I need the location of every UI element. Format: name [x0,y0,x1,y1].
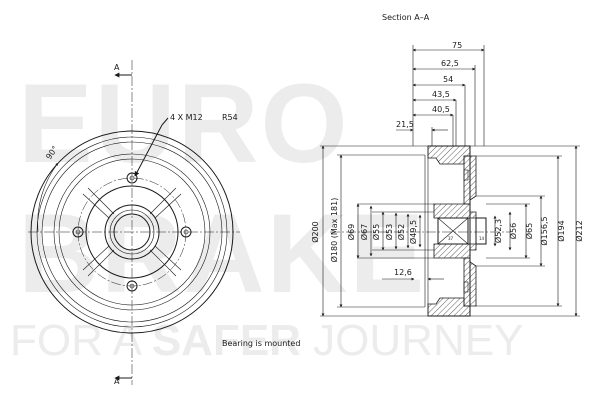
bearing-label-a: 37 [448,236,454,241]
watermark-brake: BRAKE [18,191,426,316]
bore-circle [113,213,151,251]
hub-ribs [82,187,182,277]
left-dimensions: Ø200 Ø180 (Max 181) Ø69 Ø67 Ø55 Ø53 Ø52 … [310,145,434,317]
bolt-hole-centre [129,283,135,289]
drum-outer-circle [30,130,234,334]
dim-200: Ø200 [310,221,320,243]
bolt-hole-centre [183,229,189,235]
bolt-hole [126,172,138,184]
hub-upper [433,203,477,219]
right-dimensions: Ø52,3 Ø56 Ø65 Ø156,5 Ø194 Ø212 [470,145,584,317]
bolt-note: 4 X M12 [170,113,203,122]
front-view: A A [28,60,300,386]
watermark-slogan: FOR A SAFER JOURNEY [10,316,523,365]
hub-inner-circle [109,209,155,255]
dim-75: 75 [452,41,462,50]
dim-56: Ø56 [508,223,518,239]
dim-156-5: Ø156,5 [539,216,549,245]
drum-rim-circle [36,136,228,328]
radius-note: R54 [222,113,238,122]
bearing-note: Bearing is mounted [222,339,300,348]
bolt-pitch-circle [77,177,187,287]
bolt-hole-centre [75,229,81,235]
hub-outer-circle [104,204,160,260]
dim-69: Ø69 [346,224,356,240]
dim-53: Ø53 [384,224,394,240]
dim-12-6: 12,6 [394,268,412,277]
bolt-hole-centre [129,175,135,181]
section-marker-bottom: A [114,377,120,386]
bearing-box [437,217,469,245]
dim-43-5: 43,5 [432,90,450,99]
section-title: Section A–A [382,13,430,22]
drum-inner-circle [41,141,223,323]
drum-face-circle [53,153,211,311]
bolt-hole [126,280,138,292]
drum-face-inner-circle [58,158,206,306]
dim-62-5: 62,5 [441,59,459,68]
hub-lower [433,243,477,259]
top-dimensions: 75 62,5 54 43,5 40,5 21,5 12,6 [382,41,485,281]
dim-194: Ø194 [556,220,566,242]
dim-49-5: Ø49,5 [408,220,418,244]
section-view: Section A–A 37 14 [310,13,584,317]
dim-21-5: 21,5 [396,120,414,129]
dim-40-5: 40,5 [432,105,450,114]
dim-52: Ø52 [396,224,406,240]
dim-180: Ø180 (Max 181) [329,198,339,263]
dim-52-3: Ø52,3 [493,219,503,243]
dim-55: Ø55 [371,224,381,240]
bearing-cap [475,217,487,245]
bolt-note-leader-arrow [134,124,163,177]
watermark-euro: EURO [18,61,350,186]
stud-hole-lower [463,281,469,293]
section-marker-top: A [114,63,120,72]
hub-flange-circle [85,185,179,279]
bearing-label-b: 14 [479,236,485,241]
dim-65: Ø65 [524,223,534,239]
dim-212: Ø212 [574,220,584,242]
bolt-hole [72,226,84,238]
dim-67: Ø67 [359,224,369,240]
dim-54: 54 [443,75,453,84]
stud-hole-upper [463,169,469,181]
bolt-holes [72,172,192,292]
bolt-hole [180,226,192,238]
bearing-cross [437,217,469,245]
bolt-note-leader [161,117,169,126]
